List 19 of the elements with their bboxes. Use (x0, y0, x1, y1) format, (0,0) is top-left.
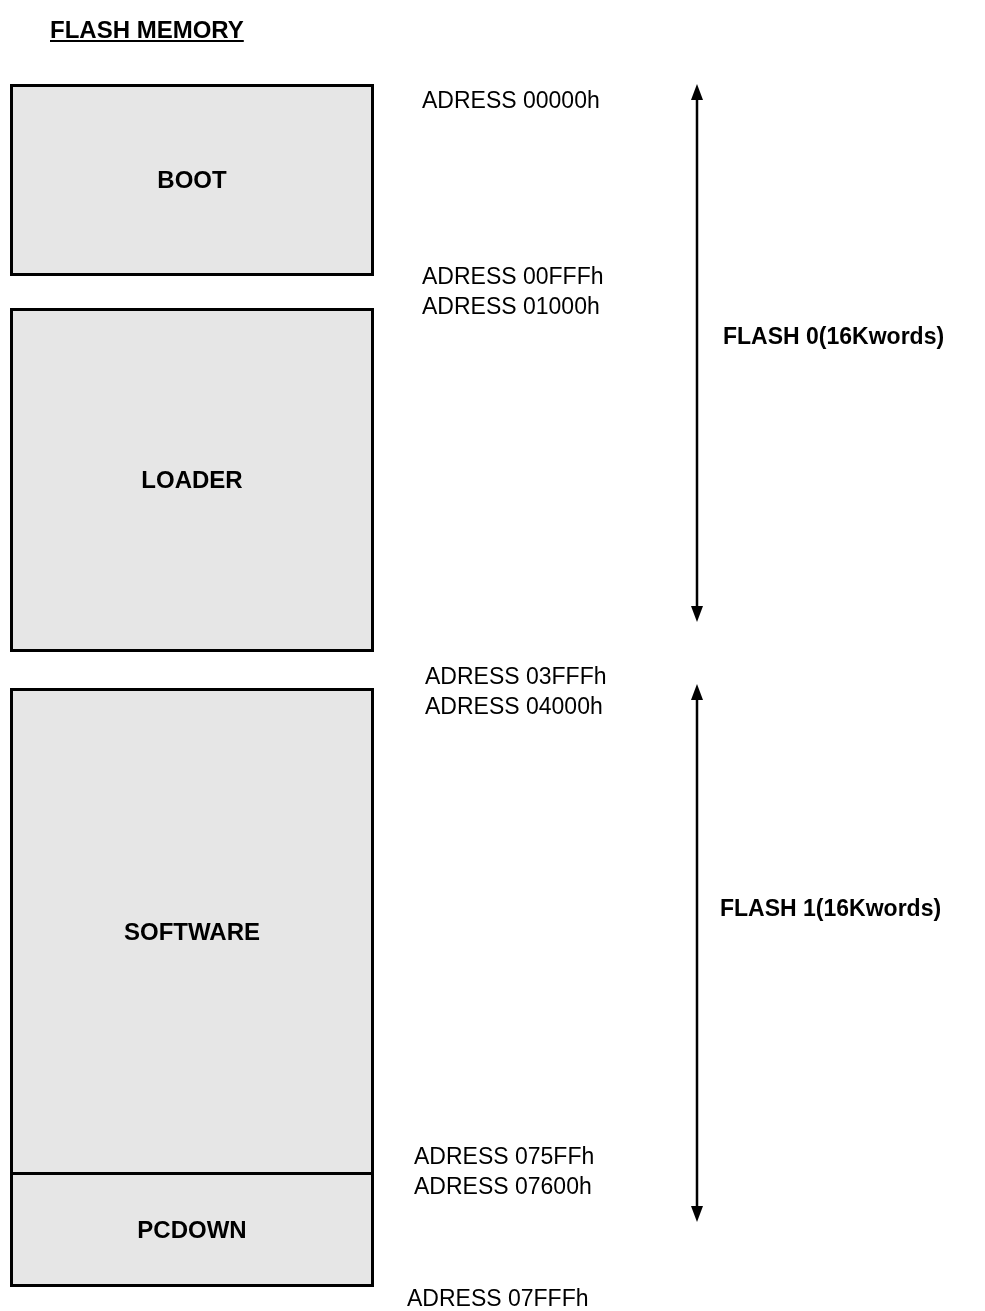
address-label: ADRESS 075FFh (414, 1142, 595, 1170)
block-label: LOADER (141, 465, 243, 495)
address-label: ADRESS 07FFFh (407, 1284, 589, 1311)
range-label: FLASH 0(16Kwords) (723, 322, 945, 350)
range-label: FLASH 1(16Kwords) (720, 894, 942, 922)
address-label: ADRESS 03FFFh (425, 662, 607, 690)
memory-block (10, 688, 374, 1175)
address-label: ADRESS 07600h (414, 1172, 592, 1200)
address-label: ADRESS 00000h (422, 86, 600, 114)
block-label: SOFTWARE (124, 916, 260, 947)
title: FLASH MEMORY (50, 15, 244, 45)
memory-block (10, 308, 374, 652)
block-label: PCDOWN (137, 1214, 247, 1245)
address-label: ADRESS 04000h (425, 692, 603, 720)
block-label: BOOT (157, 165, 227, 195)
memory-block (10, 84, 374, 276)
address-label: ADRESS 01000h (422, 292, 600, 320)
memory-block (10, 1172, 374, 1287)
address-label: ADRESS 00FFFh (422, 262, 604, 290)
